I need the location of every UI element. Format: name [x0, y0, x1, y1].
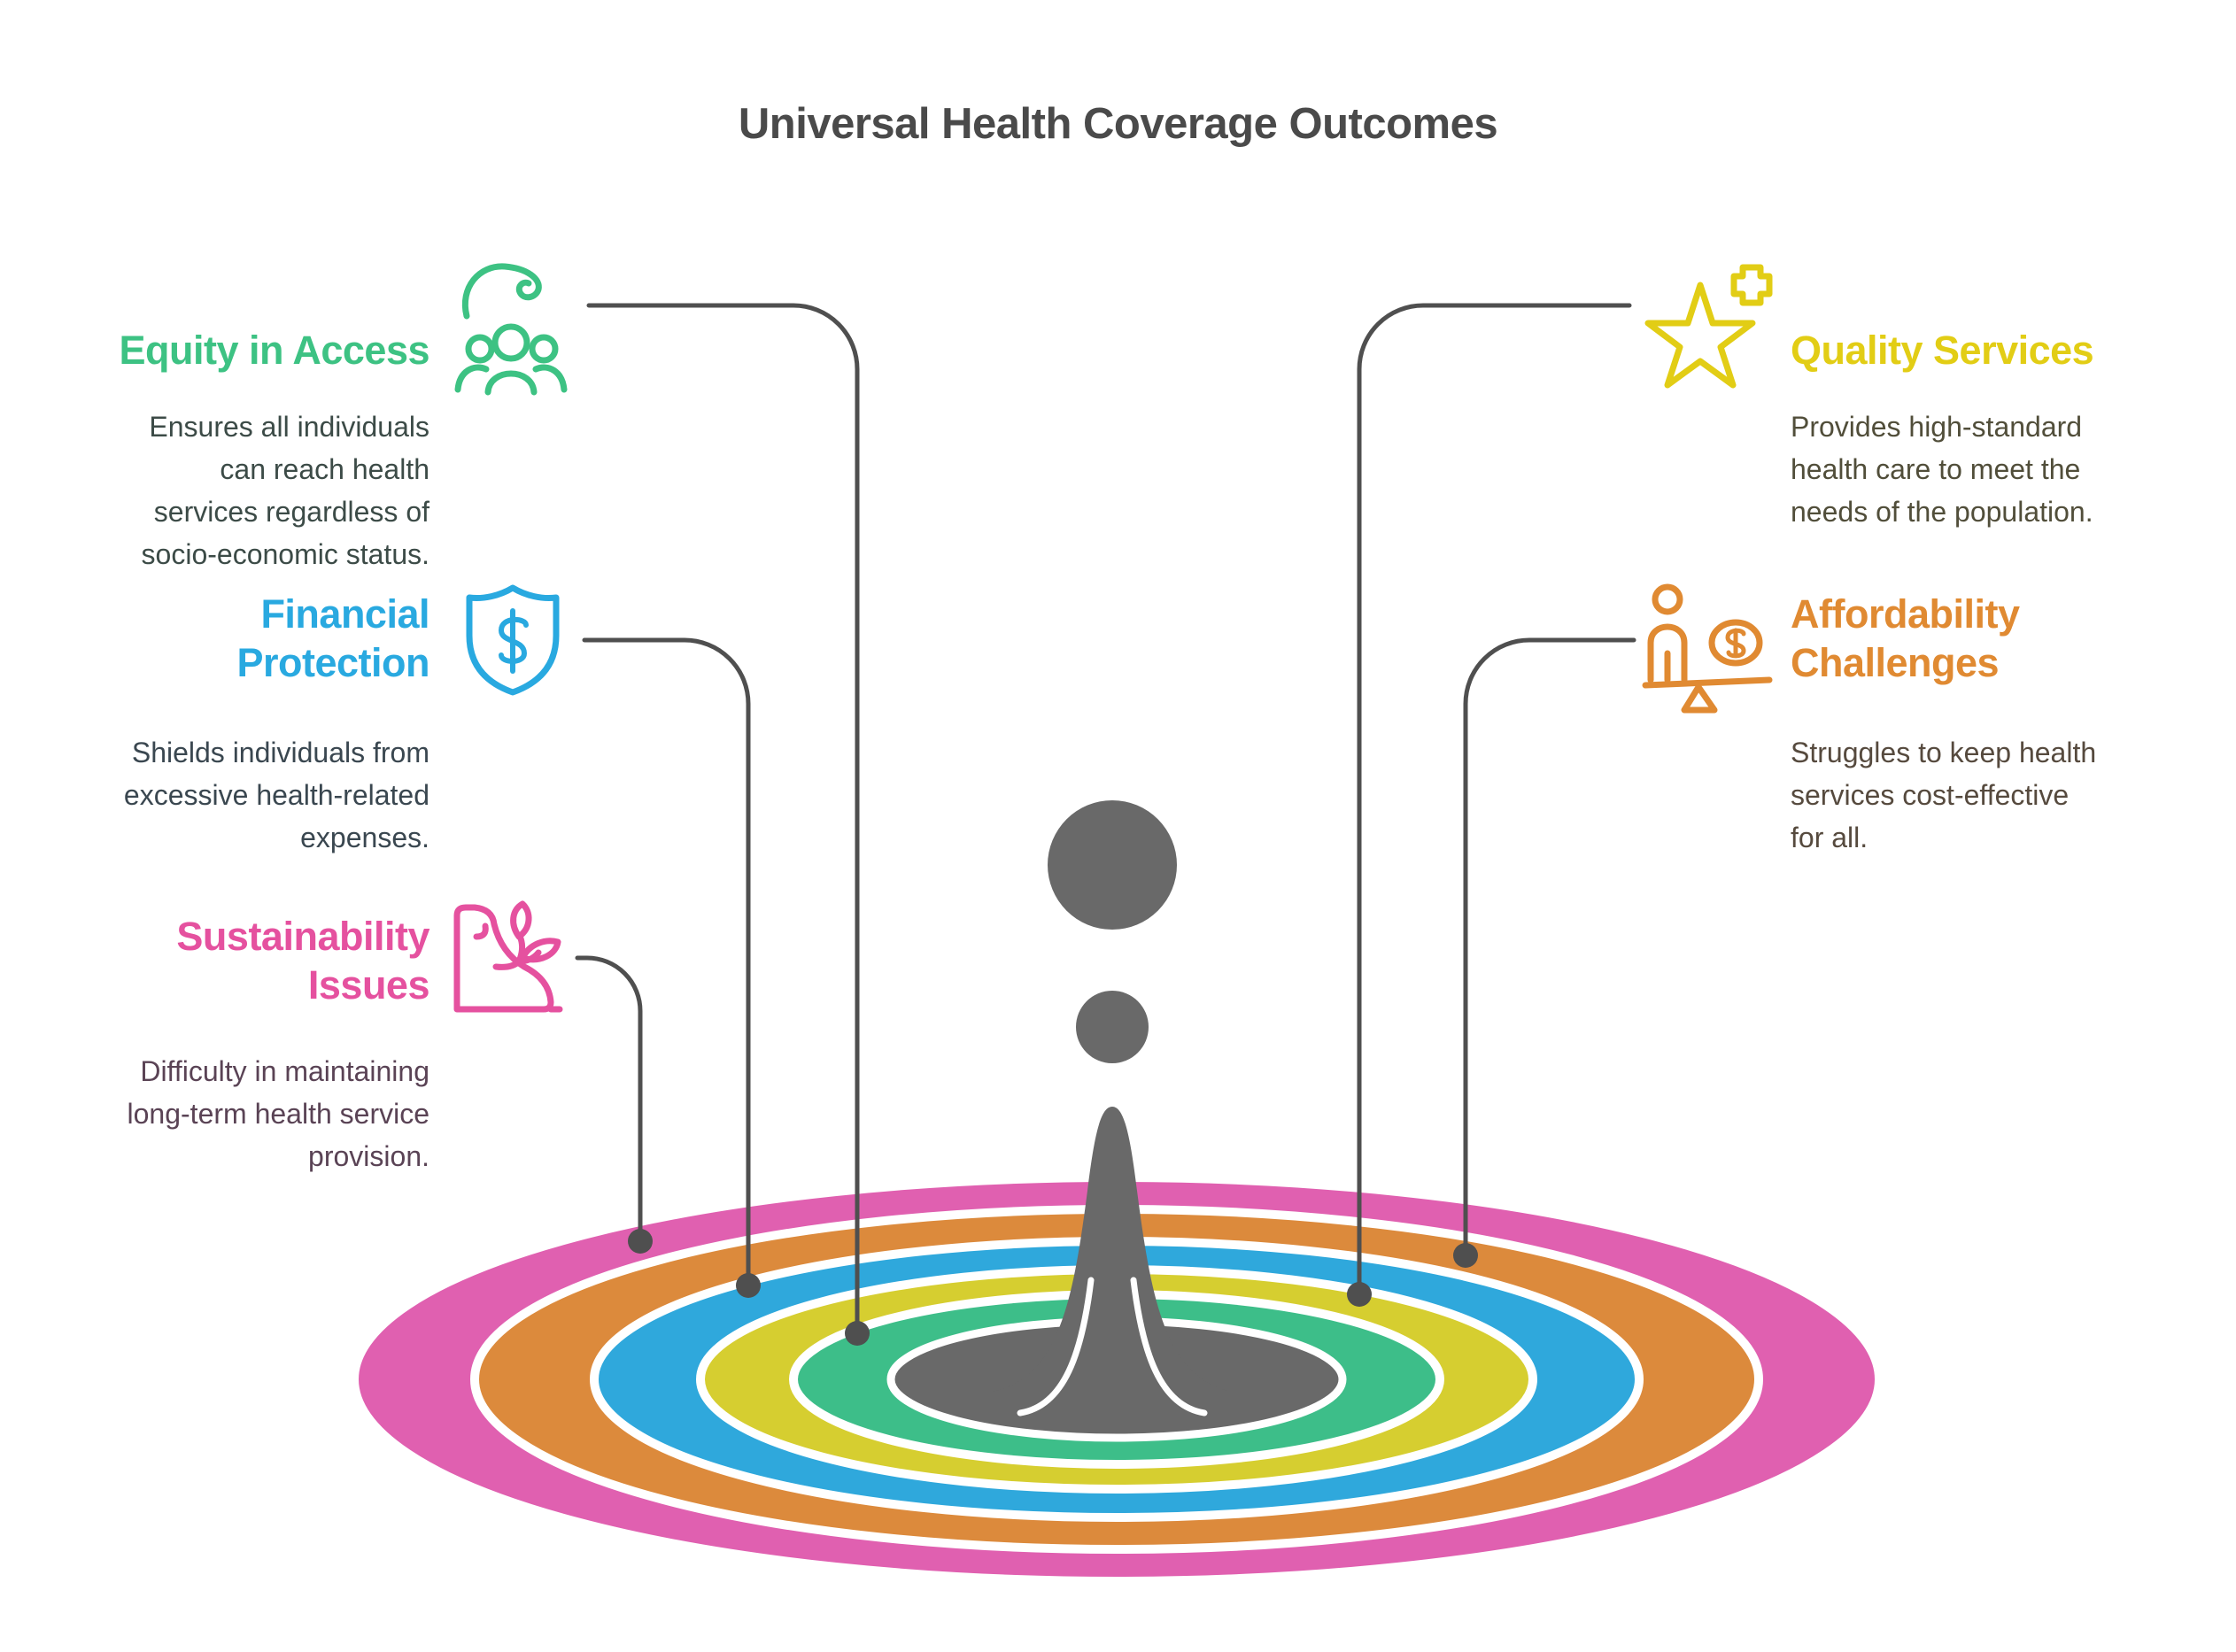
connector-dot-equity — [845, 1321, 870, 1346]
connectors — [575, 303, 1636, 1336]
connector-dot-quality — [1347, 1282, 1372, 1307]
connector-dot-affordability — [1453, 1243, 1478, 1268]
item-quality-heading: Quality Services — [1791, 328, 2094, 373]
splash-spike — [993, 1107, 1232, 1402]
connector-quality — [1357, 303, 1632, 1297]
page-title: Universal Health Coverage Outcomes — [738, 100, 1498, 148]
connector-dot-financial — [736, 1273, 761, 1298]
splash-swoosh-left — [1017, 1277, 1095, 1417]
item-sustainability-heading: Sustainability Issues — [176, 914, 429, 1007]
splash-swoosh-right — [1130, 1277, 1208, 1417]
balance-scale-icon — [1642, 583, 1773, 714]
connector-affordability — [1463, 637, 1636, 1258]
connector-financial — [582, 637, 751, 1288]
item-equity-heading: Equity in Access — [119, 328, 430, 373]
droplet-small — [1076, 991, 1149, 1063]
people-group-icon — [454, 263, 568, 396]
connector-sustainability — [575, 955, 643, 1244]
item-quality-description: Provides high-standard health care to me… — [1791, 411, 2093, 528]
item-equity-description: Ensures all individuals can reach health… — [141, 411, 429, 570]
item-sustainability-description: Difficulty in maintaining long-term heal… — [127, 1055, 429, 1172]
star-plus-icon — [1644, 264, 1773, 389]
droplet-large — [1048, 800, 1177, 930]
connector-dot-sustainability — [628, 1229, 653, 1254]
splash — [886, 800, 1347, 1442]
connector-equity — [586, 303, 860, 1336]
connector-dots — [628, 1229, 1478, 1346]
shield-dollar-icon — [466, 584, 560, 696]
item-financial-description: Shields individuals from excessive healt… — [123, 737, 429, 853]
item-financial-heading: Financial Protection — [236, 591, 429, 685]
item-affordability-description: Struggles to keep health services cost-e… — [1791, 737, 2097, 853]
item-affordability-heading: Affordability Challenges — [1791, 591, 2020, 685]
plant-growth-icon — [453, 900, 563, 1013]
